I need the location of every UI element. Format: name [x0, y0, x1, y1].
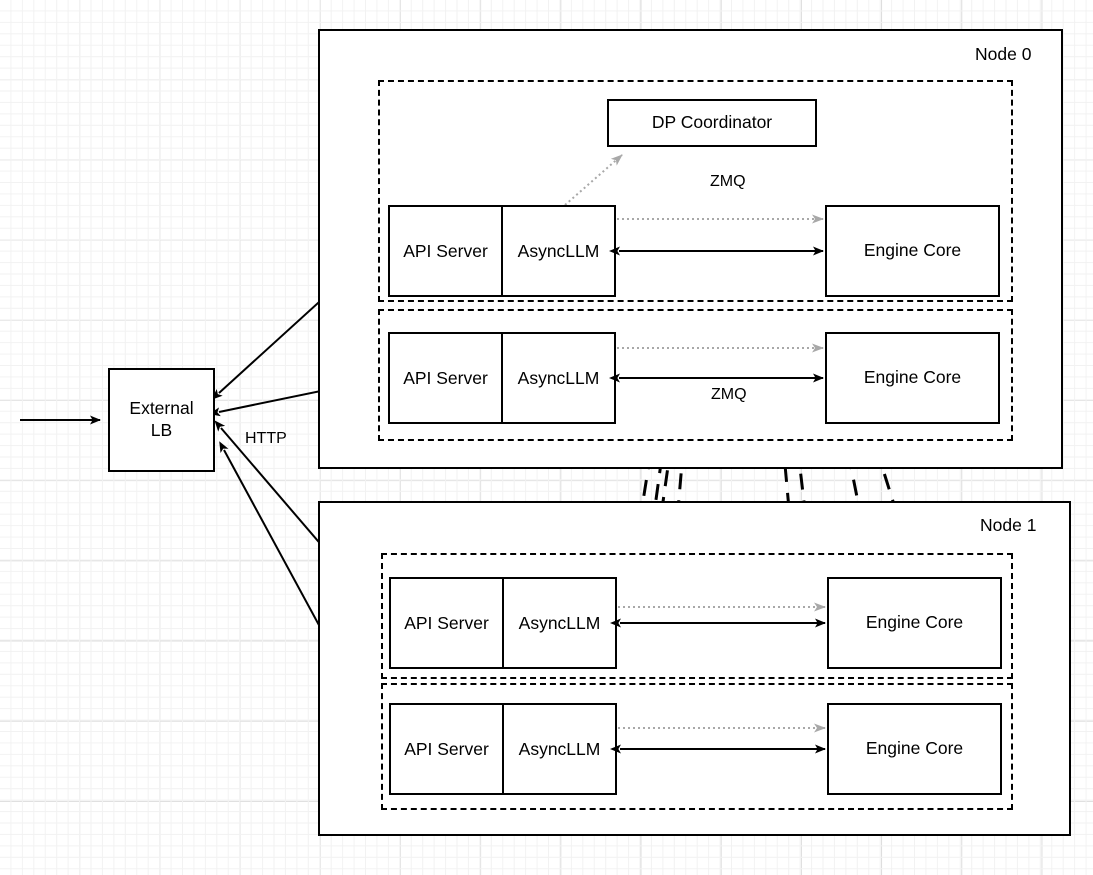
- edge-asyncllm-ec-n0g1: [609, 343, 824, 383]
- engine-core-label-n1g1: Engine Core: [865, 738, 964, 759]
- api-server-label-n1g0: API Server: [404, 612, 489, 633]
- external-lb-box[interactable]: External LB: [108, 368, 215, 472]
- api-server-asyncllm-n1g1[interactable]: API Server AsyncLLM: [389, 703, 617, 795]
- engine-core-n1g0[interactable]: Engine Core: [827, 577, 1002, 669]
- engine-core-label-n0g1: Engine Core: [863, 367, 962, 388]
- asyncllm-label-n0g1: AsyncLLM: [501, 334, 614, 422]
- edge-asyncllm-ec-n1g0: [610, 602, 826, 628]
- engine-core-n1g1[interactable]: Engine Core: [827, 703, 1002, 795]
- zmq-label-top: ZMQ: [710, 173, 746, 190]
- engine-core-label-n0g0: Engine Core: [863, 240, 962, 261]
- api-server-label-n0g1: API Server: [403, 367, 488, 388]
- dp-coordinator-box[interactable]: DP Coordinator: [607, 99, 817, 147]
- asyncllm-label-n0g0: AsyncLLM: [501, 207, 614, 295]
- edge-asyncllm-ec-n0g0: [609, 214, 824, 256]
- external-lb-label-line2: LB: [150, 420, 173, 440]
- api-server-label-n1g1: API Server: [404, 738, 489, 759]
- node-0-group-0: [378, 80, 1013, 302]
- api-server-label-n0g0: API Server: [403, 240, 488, 261]
- engine-core-n0g0[interactable]: Engine Core: [825, 205, 1000, 297]
- engine-core-label-n1g0: Engine Core: [865, 612, 964, 633]
- http-label: HTTP: [245, 430, 287, 447]
- edge-asyncllm-ec-n1g1: [610, 723, 826, 754]
- api-server-asyncllm-n0g0[interactable]: API Server AsyncLLM: [388, 205, 616, 297]
- node-1-group-1: [381, 683, 1013, 810]
- api-server-asyncllm-n0g1[interactable]: API Server AsyncLLM: [388, 332, 616, 424]
- dp-coordinator-label: DP Coordinator: [651, 112, 773, 133]
- api-server-asyncllm-n1g0[interactable]: API Server AsyncLLM: [389, 577, 617, 669]
- zmq-label-second: ZMQ: [711, 386, 747, 403]
- asyncllm-label-n1g0: AsyncLLM: [502, 579, 615, 667]
- node-0-label: Node 0: [975, 44, 1032, 64]
- node-1-label: Node 1: [980, 515, 1037, 535]
- asyncllm-label-n1g1: AsyncLLM: [502, 705, 615, 793]
- external-lb-label-line1: External: [129, 398, 194, 419]
- engine-core-n0g1[interactable]: Engine Core: [825, 332, 1000, 424]
